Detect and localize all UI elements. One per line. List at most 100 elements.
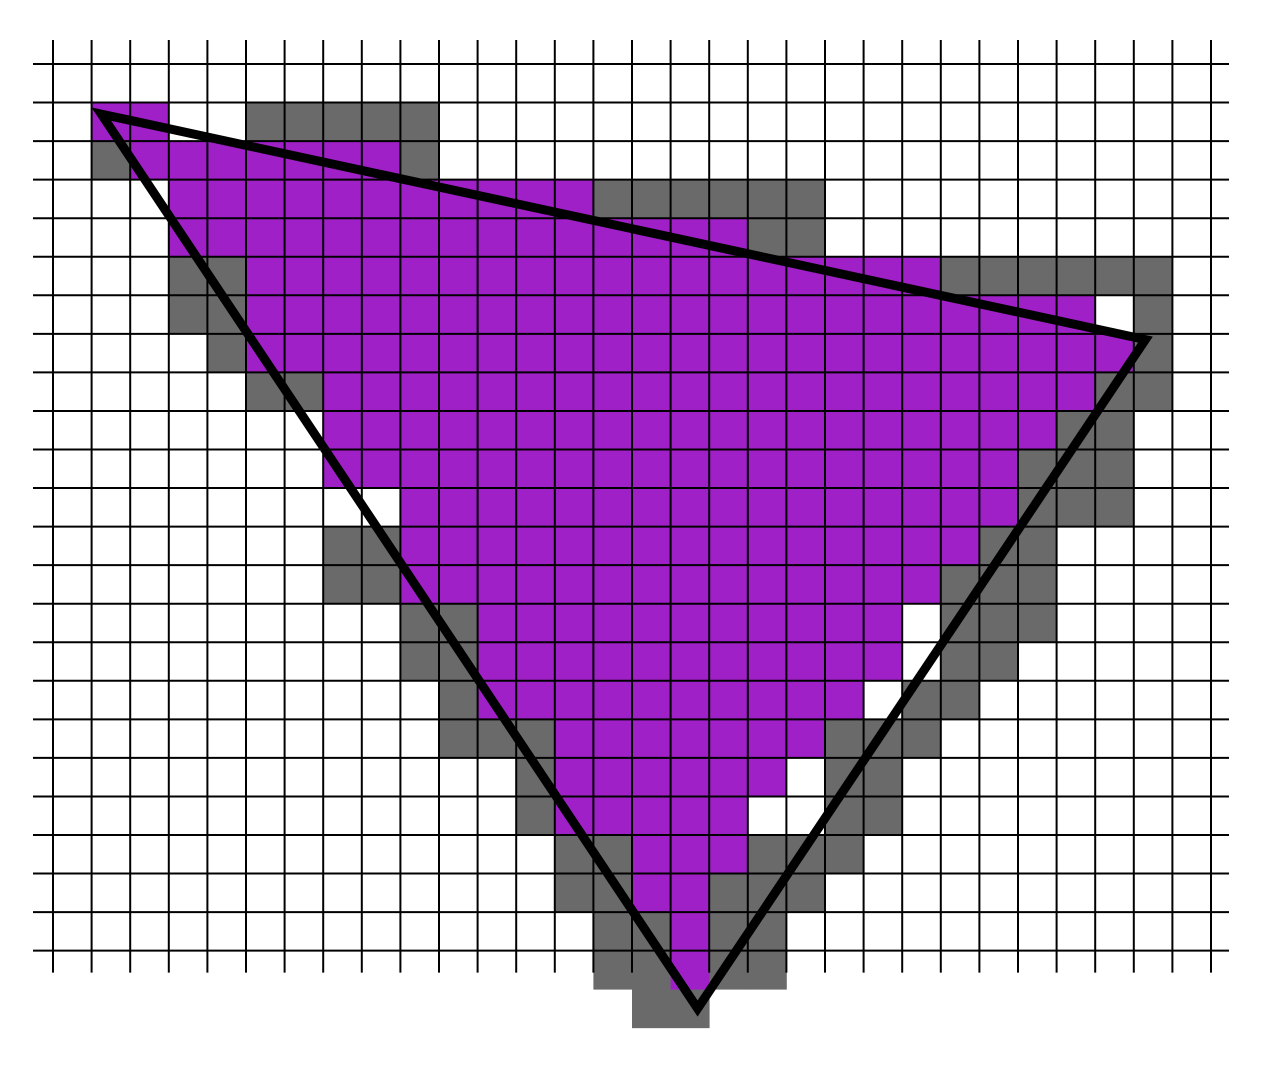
inside-cell (516, 333, 556, 373)
inside-cell (940, 449, 980, 489)
inside-cell (863, 488, 903, 527)
inside-cell (477, 642, 517, 682)
inside-cell (709, 565, 749, 605)
inside-cell (670, 757, 710, 797)
inside-cell (709, 526, 749, 566)
boundary-cell (670, 179, 710, 219)
boundary-cell (863, 757, 903, 797)
boundary-cell (1095, 256, 1135, 296)
inside-cell (554, 719, 594, 759)
inside-cell (786, 565, 826, 605)
inside-cell (825, 449, 864, 489)
inside-cell (670, 680, 710, 720)
boundary-cell (632, 179, 671, 219)
inside-cell (979, 333, 1019, 373)
boundary-cell (361, 565, 401, 605)
boundary-cell (786, 873, 826, 913)
inside-cell (670, 488, 710, 527)
inside-cell (400, 526, 440, 566)
inside-cell (477, 256, 517, 296)
inside-cell (1018, 333, 1057, 373)
boundary-cell (632, 989, 671, 1029)
inside-cell (439, 295, 478, 335)
boundary-cell (439, 680, 478, 720)
inside-cell (747, 642, 787, 682)
boundary-cell (246, 102, 285, 142)
inside-cell (863, 642, 903, 682)
boundary-cell (1056, 256, 1096, 296)
inside-cell (361, 295, 401, 335)
inside-cell (593, 603, 633, 643)
inside-cell (632, 757, 671, 797)
inside-cell (323, 218, 363, 258)
inside-cell (284, 218, 324, 258)
inside-cell (554, 565, 594, 605)
inside-cell (940, 488, 980, 527)
inside-cell (632, 873, 671, 913)
boundary-cell (593, 912, 633, 952)
inside-cell (863, 295, 903, 335)
inside-cell (477, 449, 517, 489)
inside-cell (670, 256, 710, 296)
boundary-cell (1095, 488, 1135, 527)
inside-cell (477, 603, 517, 643)
inside-cell (747, 488, 787, 527)
inside-cell (632, 680, 671, 720)
boundary-cell (207, 333, 247, 373)
inside-cell (825, 333, 864, 373)
inside-cell (670, 333, 710, 373)
inside-cell (825, 488, 864, 527)
inside-cell (516, 295, 556, 335)
inside-cell (632, 295, 671, 335)
inside-cell (979, 488, 1019, 527)
inside-cell (593, 526, 633, 566)
boundary-cell (554, 873, 594, 913)
inside-cell (863, 603, 903, 643)
boundary-cell (1018, 526, 1057, 566)
boundary-cell (1018, 603, 1057, 643)
boundary-cell (168, 295, 208, 335)
inside-cell (902, 449, 942, 489)
inside-cell (516, 410, 556, 450)
inside-cell (902, 333, 942, 373)
inside-cell (554, 757, 594, 797)
inside-cell (863, 410, 903, 450)
inside-cells (91, 102, 1135, 990)
inside-cell (863, 372, 903, 412)
inside-cell (439, 333, 478, 373)
boundary-cell (747, 950, 787, 990)
boundary-cell (1018, 256, 1057, 296)
inside-cell (593, 372, 633, 412)
inside-cell (323, 410, 363, 450)
boundary-cell (709, 179, 749, 219)
inside-cell (979, 372, 1019, 412)
inside-cell (554, 333, 594, 373)
inside-cell (477, 410, 517, 450)
inside-cell (709, 642, 749, 682)
inside-cell (323, 372, 363, 412)
inside-cell (554, 603, 594, 643)
inside-cell (786, 680, 826, 720)
inside-cell (439, 256, 478, 296)
inside-cell (439, 410, 478, 450)
inside-cell (554, 526, 594, 566)
boundary-cell (709, 873, 749, 913)
inside-cell (747, 757, 787, 797)
inside-cell (747, 719, 787, 759)
inside-cell (323, 256, 363, 296)
inside-cell (825, 295, 864, 335)
inside-cell (400, 256, 440, 296)
inside-cell (284, 256, 324, 296)
inside-cell (246, 295, 285, 335)
inside-cell (400, 488, 440, 527)
inside-cell (632, 256, 671, 296)
inside-cell (516, 642, 556, 682)
boundary-cell (1133, 372, 1173, 412)
inside-cell (863, 449, 903, 489)
inside-cell (477, 526, 517, 566)
inside-cell (593, 565, 633, 605)
boundary-cell (361, 102, 401, 142)
inside-cell (709, 295, 749, 335)
inside-cell (516, 603, 556, 643)
